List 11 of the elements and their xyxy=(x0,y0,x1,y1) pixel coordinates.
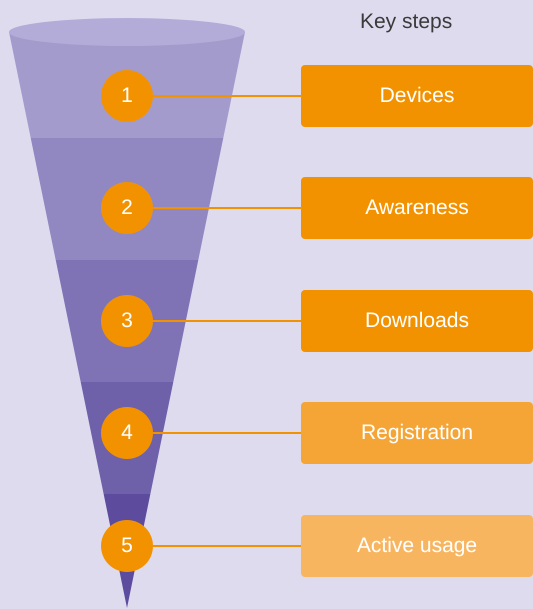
step-label-box: Active usage xyxy=(301,515,533,577)
connector-line xyxy=(153,432,301,434)
step-label-box: Downloads xyxy=(301,290,533,352)
heading: Key steps xyxy=(360,9,452,35)
connector-line xyxy=(153,207,301,209)
step-label-box: Devices xyxy=(301,65,533,127)
connector-line xyxy=(153,545,301,547)
connector-line xyxy=(153,320,301,322)
step-label-box: Registration xyxy=(301,402,533,464)
connector-line xyxy=(153,95,301,97)
step-label-box: Awareness xyxy=(301,177,533,239)
